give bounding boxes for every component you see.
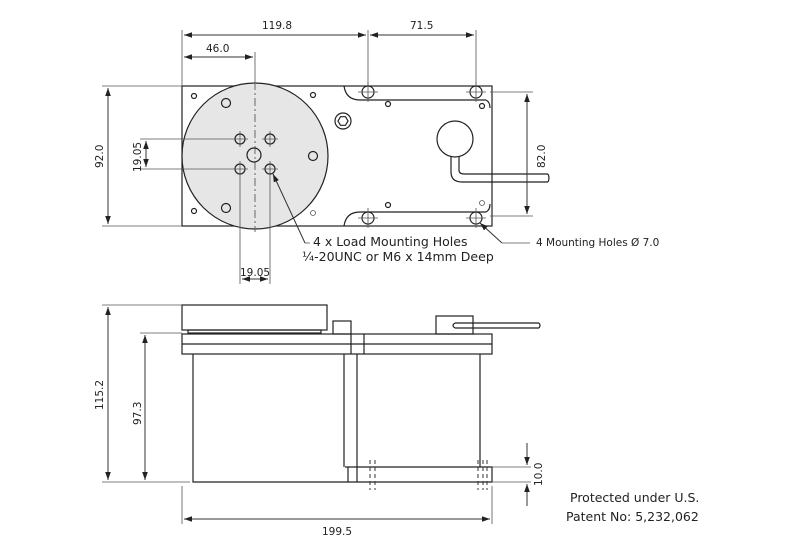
dim-71-5: 71.5 [410,20,433,32]
load-mounting-holes [232,131,278,177]
dim-92-0: 92.0 [94,145,106,168]
cable-block [435,315,474,335]
dim-19-05-horizontal: 19.05 [240,267,270,279]
patent-notice-line1: Protected under U.S. [570,490,699,505]
dim-10-0: 10.0 [533,463,545,486]
top-view: 119.8 71.5 46.0 92.0 82.0 19.05 19.05 4 … [94,20,659,284]
load-holes-spec: ¼-20UNC or M6 x 14mm Deep [302,249,494,264]
dim-115-2: 115.2 [94,380,106,410]
dim-119-8: 119.8 [262,20,292,32]
center-bore [246,147,262,163]
dim-97-3: 97.3 [132,402,144,425]
dim-19-05-vertical: 19.05 [132,142,144,172]
mounting-holes [358,82,486,228]
hex-nut-icon [334,112,352,130]
side-view: 115.2 97.3 10.0 199.5 [94,304,545,538]
dim-199-5: 199.5 [322,526,352,538]
mounting-holes-callout: 4 Mounting Holes Ø 7.0 [536,237,659,249]
dim-82-0: 82.0 [536,145,548,168]
patent-notice-line2: Patent No: 5,232,062 [566,509,699,524]
cable-gland [436,120,474,158]
load-holes-callout: 4 x Load Mounting Holes [313,234,467,249]
dim-46-0: 46.0 [206,43,229,55]
platter-side [181,304,328,331]
